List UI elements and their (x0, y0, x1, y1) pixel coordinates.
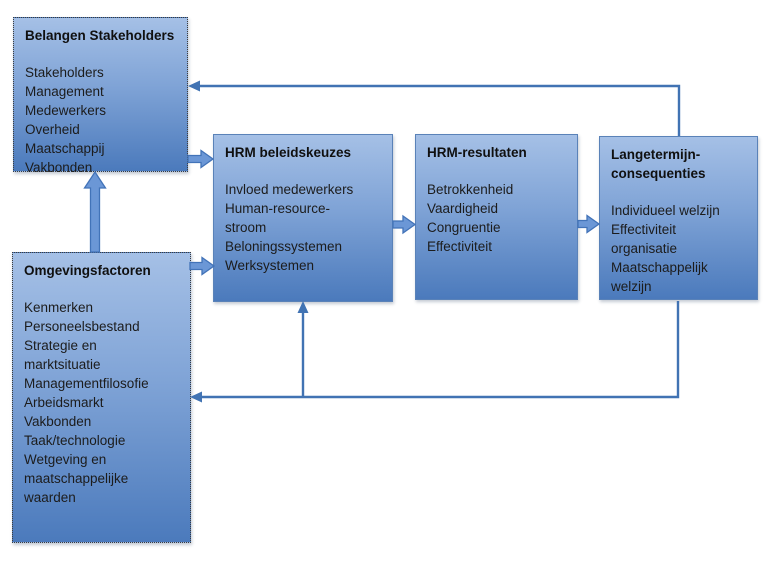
list-item: Managementfilosofie (24, 376, 149, 391)
list-item: Beloningssystemen (225, 239, 343, 254)
list-item: Strategie en (24, 338, 97, 353)
box-langetermijn-consequenties-title: Langetermijn- consequenties (611, 145, 747, 183)
box-langetermijn-consequenties: Langetermijn- consequenties Individueel … (599, 136, 758, 300)
box-belangen-stakeholders-title: Belangen Stakeholders (25, 26, 177, 45)
list-item: waarden (24, 490, 76, 505)
box-title-line: HRM beleidskeuzes (225, 145, 352, 160)
feedback-line-langetermijn-to-omgeving (201, 301, 680, 399)
arrow-stakeholders-to-beleidskeuzes (187, 149, 215, 169)
list-item: Maatschappij (25, 141, 105, 156)
list-item: Individueel welzijn (611, 203, 720, 218)
list-item: Overheid (25, 122, 80, 137)
box-omgevingsfactoren: Omgevingsfactoren Kenmerken Personeelsbe… (12, 252, 191, 543)
box-hrm-resultaten-title: HRM-resultaten (427, 143, 567, 162)
list-item: Vakbonden (25, 160, 93, 175)
list-item: Kenmerken (24, 300, 94, 315)
arrow-beleidskeuzes-to-resultaten (392, 214, 417, 235)
box-hrm-resultaten: HRM-resultaten Betrokkenheid Vaardigheid… (415, 134, 578, 300)
arrow-omgeving-to-stakeholders (83, 170, 107, 253)
list-item: Management (25, 84, 104, 99)
list-item: Stakeholders (25, 65, 104, 80)
feedback-arrowhead-to-omgeving (190, 391, 202, 403)
box-title-line: Belangen Stakeholders (25, 28, 175, 43)
arrow-omgeving-to-beleidskeuzes (189, 256, 216, 276)
list-item: Maatschappelijk (611, 260, 708, 275)
box-title-line: Omgevingsfactoren (24, 263, 151, 278)
list-item: Human-resource- (225, 201, 331, 216)
list-item: Invloed medewerkers (225, 182, 354, 197)
box-belangen-stakeholders: Belangen Stakeholders Stakeholders Manag… (13, 17, 188, 175)
arrow-resultaten-to-langetermijn (577, 214, 601, 234)
list-item: maatschappelijke (24, 471, 129, 486)
feedback-arrowhead-to-beleidskeuzes (297, 301, 309, 313)
list-item: organisatie (611, 241, 678, 256)
feedback-line-langetermijn-to-stakeholders (199, 84, 681, 136)
box-hrm-beleidskeuzes-title: HRM beleidskeuzes (225, 143, 382, 162)
list-item: Vakbonden (24, 414, 92, 429)
list-item: marktsituatie (24, 357, 101, 372)
list-item: Arbeidsmarkt (24, 395, 104, 410)
list-item: Personeelsbestand (24, 319, 140, 334)
list-item: Effectiviteit (427, 239, 493, 254)
list-item: Medewerkers (25, 103, 107, 118)
list-item: Effectiviteit (611, 222, 677, 237)
list-item: Werksystemen (225, 258, 315, 273)
list-item: Betrokkenheid (427, 182, 514, 197)
feedback-arrowhead-to-stakeholders (188, 80, 200, 92)
box-title-line: HRM-resultaten (427, 145, 527, 160)
box-title-line: consequenties (611, 166, 706, 181)
list-item: Taak/technologie (24, 433, 126, 448)
list-item: Vaardigheid (427, 201, 499, 216)
box-hrm-beleidskeuzes: HRM beleidskeuzes Invloed medewerkers Hu… (213, 134, 393, 302)
list-item: Wetgeving en (24, 452, 107, 467)
list-item: stroom (225, 220, 267, 235)
list-item: Congruentie (427, 220, 501, 235)
box-title-line: Langetermijn- (611, 147, 701, 162)
list-item: welzijn (611, 279, 652, 294)
box-omgevingsfactoren-title: Omgevingsfactoren (24, 261, 180, 280)
